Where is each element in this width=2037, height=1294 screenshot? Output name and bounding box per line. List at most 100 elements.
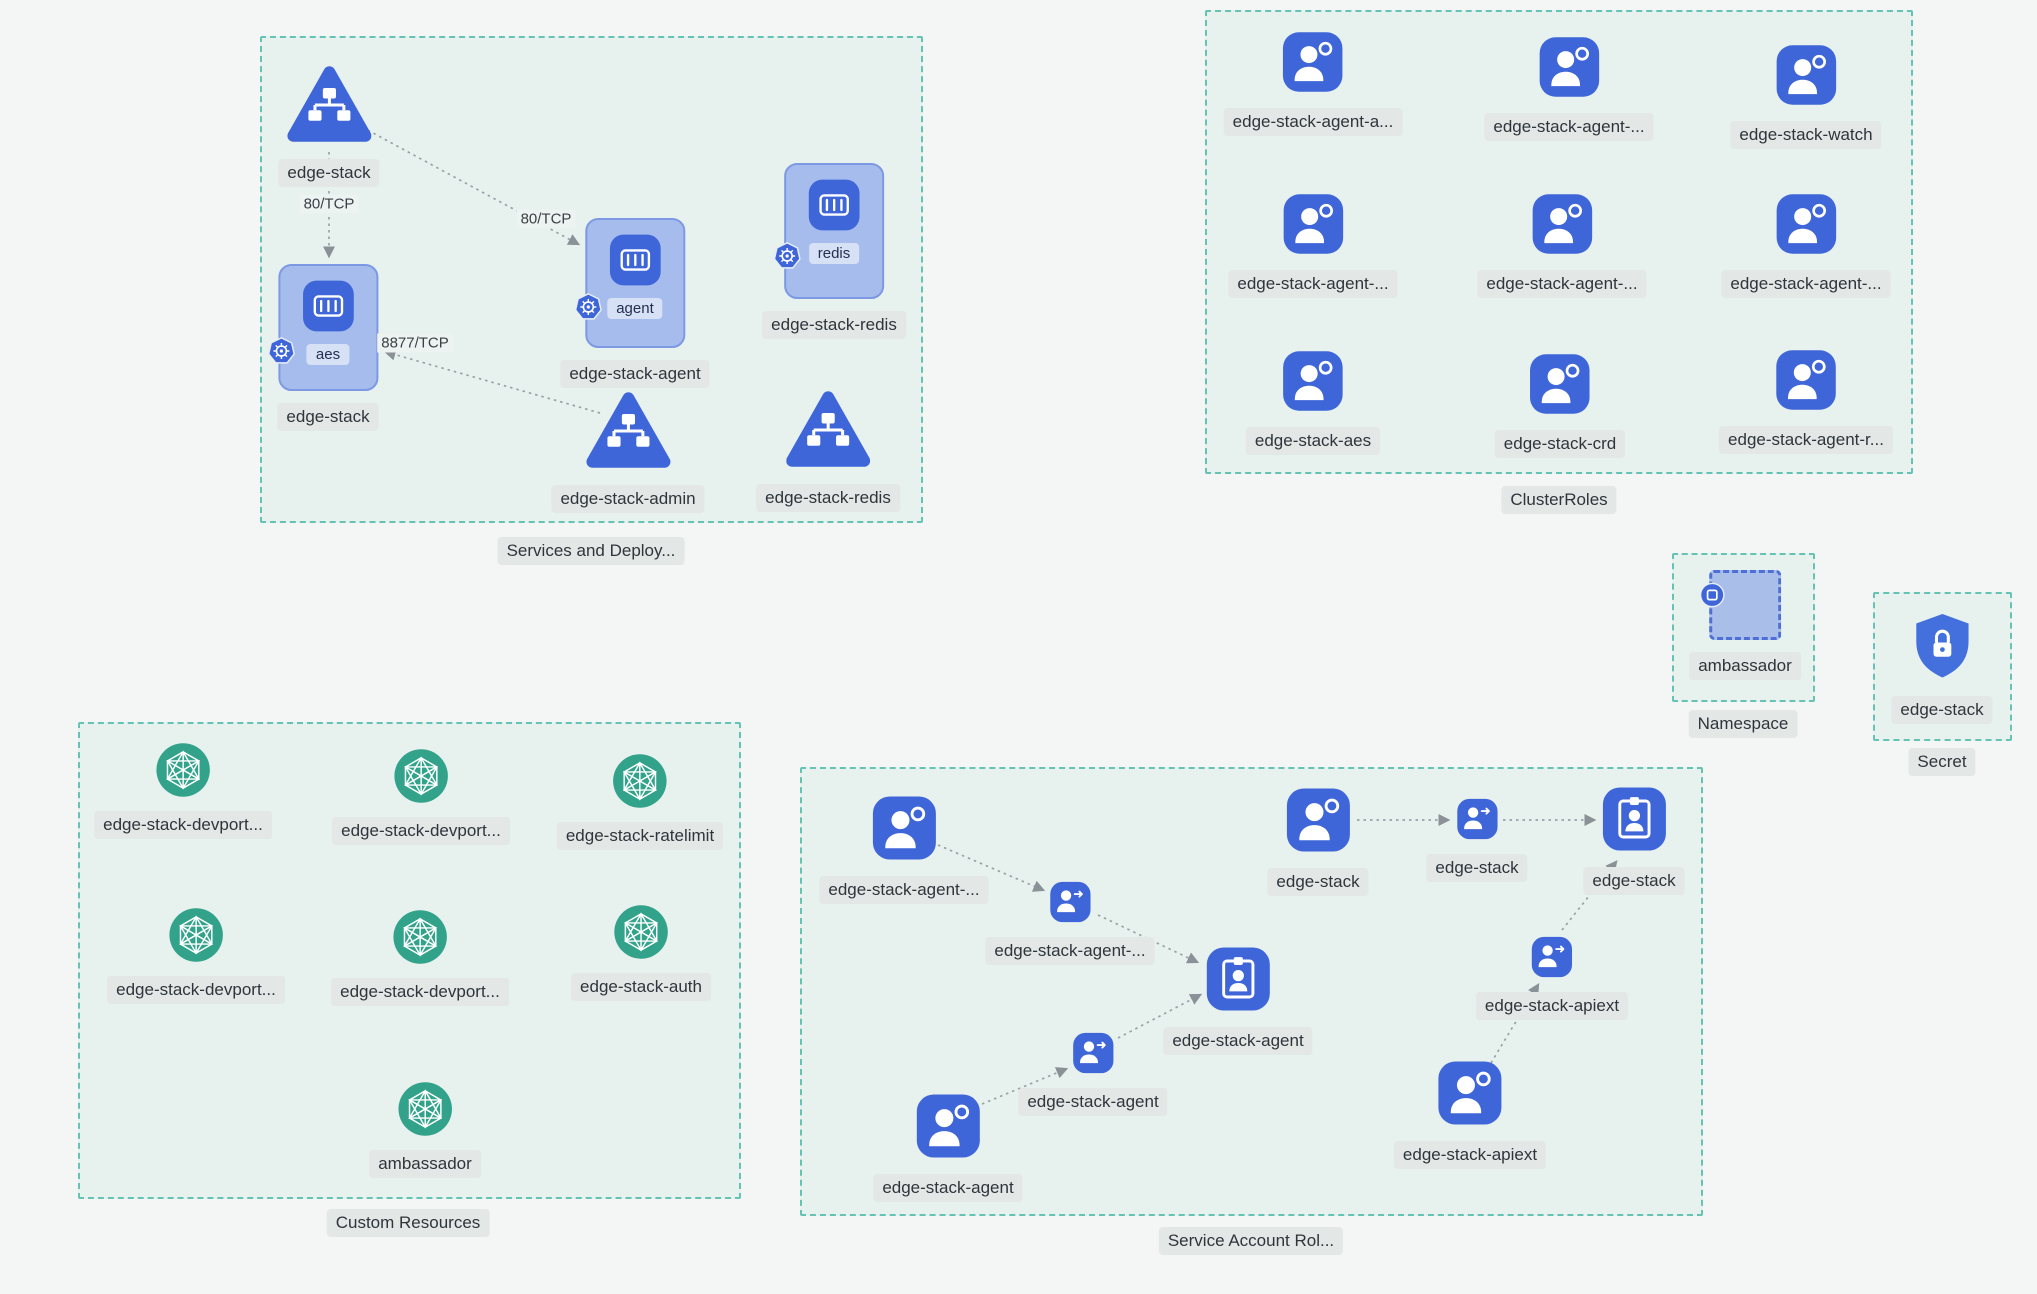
custom-resource-icon: [611, 752, 669, 810]
node-label: edge-stack-crd: [1494, 430, 1626, 459]
deployment-node-edge-stack[interactable]: aes edge-stack: [277, 264, 379, 432]
node-label: edge-stack-agent: [1163, 1027, 1313, 1056]
role-binding-node[interactable]: edge-stack-agent-...: [985, 879, 1155, 966]
role-node[interactable]: edge-stack: [1583, 783, 1685, 896]
custom-resource-node[interactable]: edge-stack-devport...: [107, 906, 285, 1005]
custom-resource-icon: [396, 1080, 454, 1138]
node-label: edge-stack-agent: [873, 1174, 1023, 1203]
secret-icon: [1904, 608, 1980, 684]
deployment-node-edge-stack-redis[interactable]: redis edge-stack-redis: [762, 163, 906, 340]
cluster-role-icon: [1279, 190, 1347, 258]
cluster-role-node[interactable]: edge-stack-watch: [1730, 41, 1882, 150]
node-label: edge-stack-redis: [762, 311, 906, 340]
custom-resource-icon: [154, 741, 212, 799]
service-account-node[interactable]: edge-stack: [1267, 784, 1369, 897]
node-label: edge-stack-agent-...: [1228, 270, 1398, 299]
node-label: edge-stack-apiext: [1475, 992, 1629, 1021]
node-label: edge-stack: [1583, 867, 1685, 896]
node-label: edge-stack-admin: [551, 485, 705, 514]
role-binding-node[interactable]: edge-stack: [1426, 796, 1528, 883]
custom-resource-icon: [392, 747, 450, 805]
node-label: edge-stack-agent-r...: [1719, 426, 1893, 455]
role-icon: [1598, 783, 1670, 855]
service-account-node[interactable]: edge-stack-agent-...: [819, 792, 989, 905]
service-account-node[interactable]: edge-stack-agent: [873, 1090, 1023, 1203]
pod-group-box[interactable]: aes: [278, 264, 378, 391]
custom-resource-node[interactable]: edge-stack-devport...: [331, 908, 509, 1007]
service-icon: [786, 388, 870, 472]
node-label: edge-stack-agent: [560, 360, 710, 389]
custom-resource-node[interactable]: edge-stack-devport...: [94, 741, 272, 840]
namespace-icon: [1709, 570, 1781, 640]
group-label-secret: Secret: [1908, 748, 1976, 777]
node-label: edge-stack: [278, 159, 380, 188]
helm-badge-icon: [573, 292, 603, 322]
node-label: edge-stack-ratelimit: [556, 822, 724, 851]
role-binding-node[interactable]: edge-stack-apiext: [1475, 934, 1629, 1021]
node-label: edge-stack-devport...: [107, 976, 285, 1005]
cluster-role-node[interactable]: edge-stack-agent-r...: [1719, 346, 1893, 455]
cluster-role-icon: [1279, 28, 1347, 96]
cluster-role-icon: [1526, 350, 1594, 418]
node-label: edge-stack-devport...: [94, 811, 272, 840]
service-icon: [287, 63, 371, 147]
node-label: ambassador: [1689, 652, 1801, 681]
node-label: ambassador: [369, 1150, 481, 1179]
custom-resource-node[interactable]: edge-stack-ratelimit: [556, 752, 724, 851]
edge-port-label: 8877/TCP: [377, 333, 453, 353]
cluster-role-node[interactable]: edge-stack-aes: [1245, 347, 1381, 456]
node-label: edge-stack-agent-...: [1477, 270, 1647, 299]
deployment-node-edge-stack-agent[interactable]: agent edge-stack-agent: [560, 218, 710, 389]
deployment-icon: [606, 231, 664, 289]
pod-label: aes: [306, 344, 350, 365]
role-binding-icon: [1454, 796, 1500, 842]
node-label: edge-stack-agent-a...: [1223, 108, 1403, 137]
cluster-role-icon: [1279, 347, 1347, 415]
pod-group-box[interactable]: agent: [585, 218, 685, 348]
helm-badge-icon: [772, 241, 802, 271]
cluster-role-node[interactable]: edge-stack-crd: [1494, 350, 1626, 459]
namespace-node-ambassador[interactable]: ambassador: [1689, 570, 1801, 681]
custom-resource-node[interactable]: edge-stack-devport...: [332, 747, 510, 846]
node-label: edge-stack-apiext: [1393, 1141, 1547, 1170]
group-label-custom-resources: Custom Resources: [326, 1209, 490, 1238]
cluster-role-node[interactable]: edge-stack-agent-a...: [1223, 28, 1403, 137]
group-label-namespace: Namespace: [1688, 710, 1798, 739]
role-binding-icon: [1047, 879, 1093, 925]
service-node-edge-stack[interactable]: edge-stack: [278, 63, 380, 188]
cluster-role-icon: [1535, 33, 1603, 101]
deployment-icon: [805, 176, 863, 234]
namespace-badge-icon: [1699, 582, 1725, 608]
cluster-role-node[interactable]: edge-stack-agent-...: [1477, 190, 1647, 299]
custom-resource-icon: [391, 908, 449, 966]
node-label: edge-stack-watch: [1730, 121, 1882, 150]
group-label-services: Services and Deploy...: [497, 537, 685, 566]
service-icon: [586, 389, 670, 473]
cluster-role-node[interactable]: edge-stack-agent-...: [1484, 33, 1654, 142]
helm-badge-icon: [266, 336, 296, 366]
group-label-service-account-roles: Service Account Rol...: [1158, 1227, 1344, 1256]
group-label-cluster-roles: ClusterRoles: [1501, 486, 1617, 515]
node-label: edge-stack-agent-...: [1721, 270, 1891, 299]
role-icon: [1202, 943, 1274, 1015]
cluster-role-node[interactable]: edge-stack-agent-...: [1721, 190, 1891, 299]
edge-port-label: 80/TCP: [516, 209, 576, 229]
service-account-icon: [912, 1090, 984, 1162]
service-node-edge-stack-admin[interactable]: edge-stack-admin: [551, 389, 705, 514]
role-node[interactable]: edge-stack-agent: [1163, 943, 1313, 1056]
custom-resource-icon: [167, 906, 225, 964]
pod-label: agent: [607, 298, 663, 319]
node-label: edge-stack-aes: [1245, 427, 1381, 456]
node-label: edge-stack: [1267, 868, 1369, 897]
custom-resource-node[interactable]: ambassador: [369, 1080, 481, 1179]
service-account-icon: [1434, 1057, 1506, 1129]
pod-group-box[interactable]: redis: [784, 163, 884, 299]
node-label: edge-stack-devport...: [331, 978, 509, 1007]
role-binding-node[interactable]: edge-stack-agent: [1018, 1030, 1168, 1117]
cluster-role-node[interactable]: edge-stack-agent-...: [1228, 190, 1398, 299]
custom-resource-node[interactable]: edge-stack-auth: [571, 903, 711, 1002]
service-account-node[interactable]: edge-stack-apiext: [1393, 1057, 1547, 1170]
node-label: edge-stack-agent: [1018, 1088, 1168, 1117]
service-node-edge-stack-redis[interactable]: edge-stack-redis: [756, 388, 900, 513]
secret-node-edge-stack[interactable]: edge-stack: [1891, 608, 1993, 725]
